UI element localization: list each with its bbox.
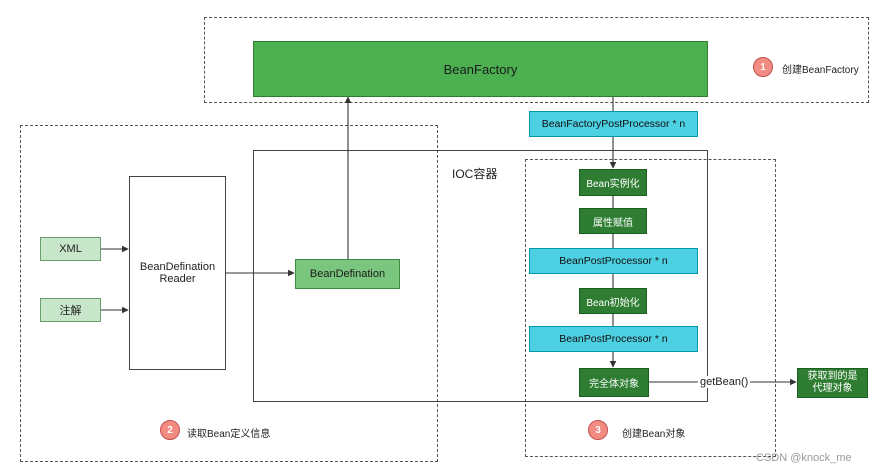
bean-factory-post-processor-node: BeanFactoryPostProcessor * n <box>529 111 698 137</box>
watermark: CSDN @knock_me <box>756 452 852 464</box>
proxy-object-node: 获取到的是 代理对象 <box>797 368 868 398</box>
bean-post-processor-node-1: BeanPostProcessor * n <box>529 248 698 274</box>
annotation-node: 注解 <box>40 298 101 322</box>
reader-label-line1: BeanDefination <box>139 261 216 273</box>
step-badge-2: 2 <box>160 420 180 440</box>
region-create-bean-object <box>525 159 776 457</box>
reader-label-line2: Reader <box>159 273 196 285</box>
region-read-bean-definition <box>20 125 438 462</box>
bean-init-node: Bean初始化 <box>579 288 647 314</box>
bean-instantiate-node: Bean实例化 <box>579 169 647 196</box>
ioc-container-label: IOC容器 <box>452 167 498 181</box>
property-assign-node: 属性赋值 <box>579 208 647 234</box>
get-bean-edge-label: getBean() <box>698 376 751 388</box>
step-label-2: 读取Bean定义信息 <box>187 429 271 440</box>
step-label-1: 创建BeanFactory <box>782 65 859 76</box>
xml-node: XML <box>40 237 101 261</box>
proxy-label-line1: 获取到的是 <box>807 371 858 382</box>
bean-post-processor-node-2: BeanPostProcessor * n <box>529 326 698 352</box>
bean-definition-reader-node: BeanDefination Reader <box>129 176 226 370</box>
step-badge-3: 3 <box>588 420 608 440</box>
proxy-label-line2: 代理对象 <box>812 383 853 394</box>
bean-definition-node: BeanDefination <box>295 259 400 289</box>
ioc-container <box>253 150 708 402</box>
bean-factory-node: BeanFactory <box>253 41 708 97</box>
complete-object-node: 完全体对象 <box>579 368 649 397</box>
step-label-3: 创建Bean对象 <box>622 429 686 440</box>
step-badge-1: 1 <box>753 57 773 77</box>
region-create-beanfactory <box>204 17 869 103</box>
